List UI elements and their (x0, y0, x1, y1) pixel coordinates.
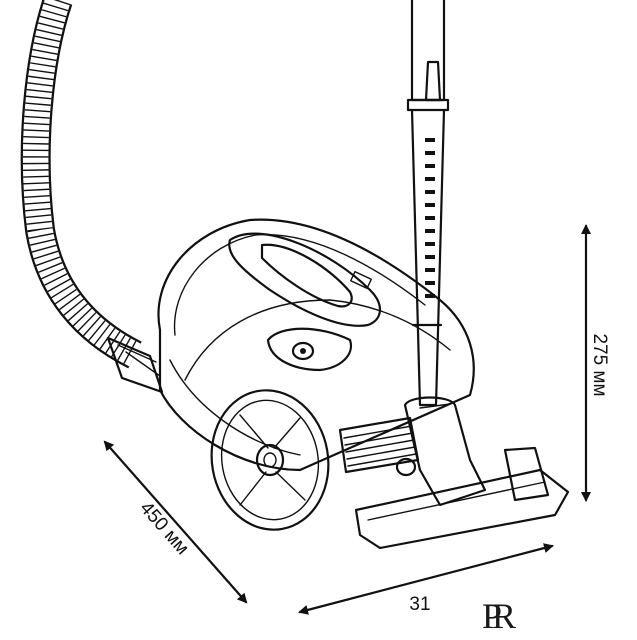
tube-slot (425, 229, 435, 233)
tube-slot (425, 190, 435, 194)
height-dimension: 275 мм (581, 224, 610, 502)
tube-slot (425, 164, 435, 168)
depth-label: 450 мм (135, 498, 192, 559)
tube-slot (425, 242, 435, 246)
telescopic-tube (406, 0, 450, 407)
tube-slot (425, 216, 435, 220)
tube-slot (425, 294, 435, 298)
power-button-icon (266, 327, 353, 372)
tube-slot (425, 281, 435, 285)
width-dimension: 31 (298, 543, 554, 615)
tube-slot (425, 177, 435, 181)
tube-slot (425, 255, 435, 259)
corrugated-hose (20, 0, 142, 369)
tube-slot (425, 268, 435, 272)
tube-slot (425, 151, 435, 155)
wheel (210, 389, 330, 531)
floor-nozzle (354, 396, 570, 550)
tube-slot (425, 203, 435, 207)
height-label: 275 мм (589, 333, 610, 396)
tube-adjust-slots (425, 138, 435, 298)
tube-slot (425, 138, 435, 142)
brand-logo: PR (448, 596, 548, 640)
depth-dimension: 450 мм (103, 440, 248, 604)
width-label: 31 (409, 594, 430, 615)
carry-handle (228, 232, 381, 327)
